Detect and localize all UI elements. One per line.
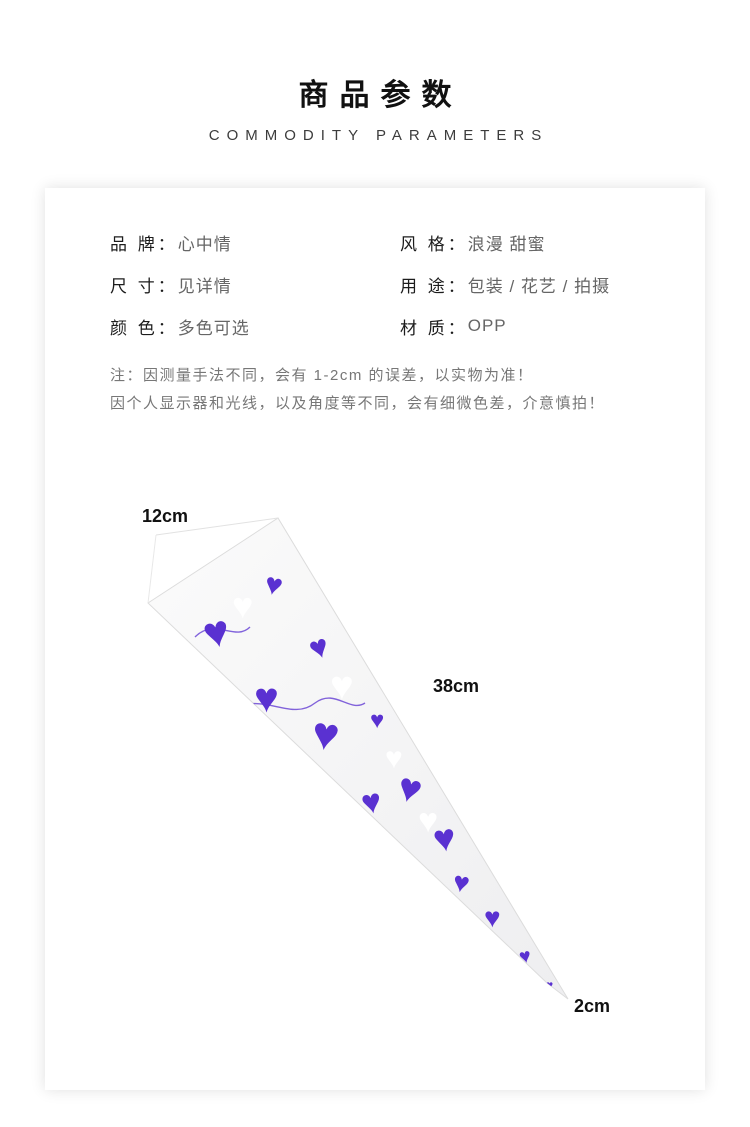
param-value: 多色可选: [177, 318, 250, 338]
param-value: 包装 / 花艺 / 拍摄: [467, 276, 611, 296]
param-row-size: 尺 寸：见详情: [110, 263, 250, 305]
param-label: 尺 寸：: [110, 276, 178, 296]
dimension-label-length: 38cm: [433, 676, 480, 696]
sleeve-bag-shape: [147, 517, 569, 1000]
param-value: 浪漫 甜蜜: [467, 234, 546, 254]
svg-text:♥: ♥: [370, 707, 384, 734]
params-column-left: 品 牌：心中情 尺 寸：见详情 颜 色：多色可选: [110, 221, 250, 347]
param-row-color: 颜 色：多色可选: [110, 305, 250, 347]
bag-mouth-edge: [147, 534, 157, 604]
param-label: 颜 色：: [110, 318, 178, 338]
svg-text:♥: ♥: [232, 585, 253, 626]
parameters-card: 品 牌：心中情 尺 寸：见详情 颜 色：多色可选 风 格：浪漫 甜蜜 用 途：包…: [45, 188, 705, 1090]
param-row-style: 风 格：浪漫 甜蜜: [400, 221, 610, 263]
white-hearts-pattern: ♥ ♥ ♥ ♥ ♥: [232, 585, 438, 840]
svg-text:♥: ♥: [450, 866, 472, 899]
param-value: OPP: [467, 316, 507, 335]
svg-text:♥: ♥: [418, 802, 438, 840]
page-subtitle: COMMODITY PARAMETERS: [208, 127, 549, 144]
param-label: 品 牌：: [110, 234, 178, 254]
svg-text:♥: ♥: [484, 902, 501, 933]
params-column-right: 风 格：浪漫 甜蜜 用 途：包装 / 花艺 / 拍摄 材 质：OPP: [400, 221, 610, 347]
page-title: 商品参数: [298, 79, 463, 112]
measurement-note: 注：因测量手法不同，会有 1-2cm 的误差，以实物为准！ 因个人显示器和光线，…: [110, 362, 605, 418]
param-label: 用 途：: [400, 276, 468, 296]
param-label: 材 质：: [400, 318, 468, 338]
product-photo-flower-sleeve: ♥ ♥ ♥ ♥ ♥ ♥ ♥ ♥ ♥ ♥ ♥ ♥ ♥ ♥ ♥: [147, 517, 569, 1000]
param-value: 见详情: [177, 276, 232, 296]
param-value: 心中情: [177, 234, 232, 254]
dimension-label-tip: 2cm: [574, 996, 611, 1016]
header: 商品参数 COMMODITY PARAMETERS: [0, 0, 750, 144]
dimension-label-width: 12cm: [142, 506, 189, 526]
note-line-1: 注：因测量手法不同，会有 1-2cm 的误差，以实物为准！: [110, 367, 534, 384]
note-line-2: 因个人显示器和光线，以及角度等不同，会有细微色差，介意慎拍！: [110, 395, 606, 412]
param-label: 风 格：: [400, 234, 468, 254]
param-row-material: 材 质：OPP: [400, 305, 610, 347]
svg-text:♥: ♥: [330, 664, 354, 708]
svg-text:♥: ♥: [254, 674, 279, 721]
svg-text:♥: ♥: [385, 742, 403, 775]
param-row-brand: 品 牌：心中情: [110, 221, 250, 263]
param-row-usage: 用 途：包装 / 花艺 / 拍摄: [400, 263, 610, 305]
bag-mouth-edge: [155, 517, 279, 536]
